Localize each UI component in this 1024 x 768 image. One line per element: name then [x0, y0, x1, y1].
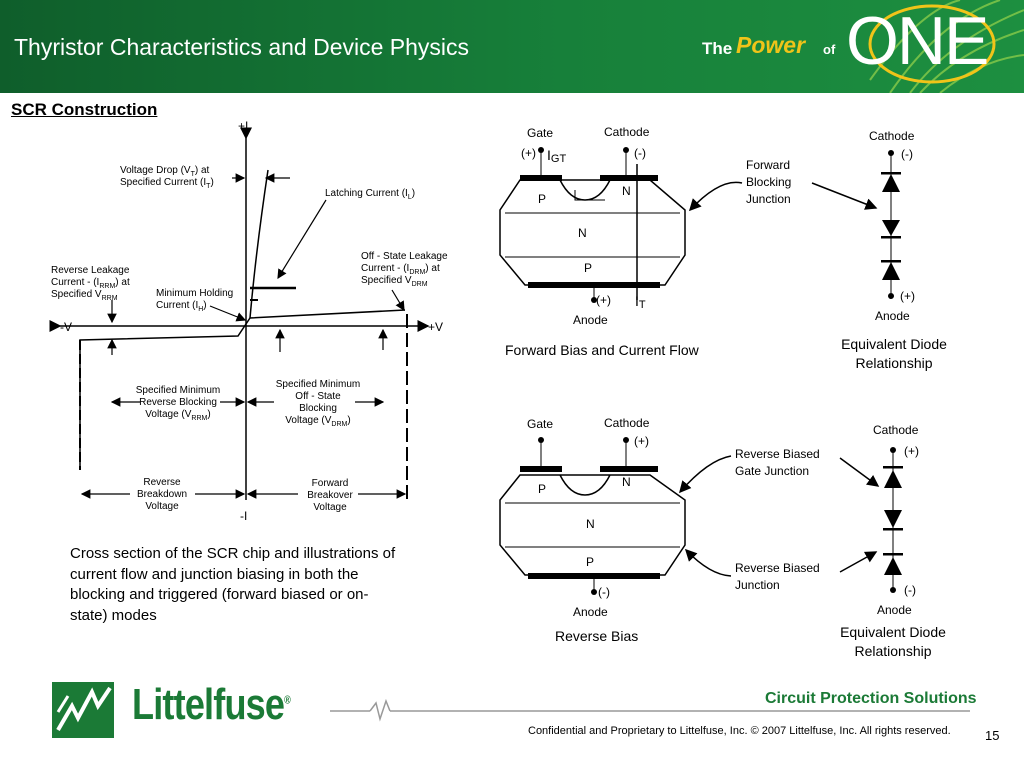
gate-label: Gate [527, 417, 553, 431]
svg-text:N: N [578, 226, 587, 240]
svg-text:P: P [538, 482, 546, 496]
igt-label: IGT [547, 147, 566, 165]
on-state-curve [249, 169, 269, 319]
equivalent-diode-caption: Equivalent Diode [841, 336, 947, 352]
forward-breakover-label: Forward [312, 478, 349, 489]
svg-text:(+): (+) [634, 434, 649, 448]
svg-text:Gate Junction: Gate Junction [735, 464, 809, 478]
svg-text:(+): (+) [904, 444, 919, 458]
svg-text:Cathode: Cathode [873, 423, 919, 437]
svg-text:Specified VDRM: Specified VDRM [361, 275, 428, 288]
littelfuse-logo-text: Littelfuse® [132, 680, 291, 729]
slide-title: Thyristor Characteristics and Device Phy… [14, 34, 470, 60]
svg-text:(+): (+) [596, 293, 611, 307]
svg-text:Voltage (VRRM): Voltage (VRRM) [145, 409, 210, 422]
offstate-leakage-label: Off - State Leakage [361, 251, 448, 262]
brand-the: The [702, 39, 733, 58]
brand-of: of [823, 42, 836, 57]
svg-text:Junction: Junction [735, 578, 780, 592]
equivalent-diode-caption: Equivalent Diode [840, 624, 946, 640]
reverse-blocking-label: Specified Minimum [136, 385, 220, 396]
reverse-breakdown-label: Reverse [143, 477, 181, 488]
minus-v-label: -V [60, 320, 72, 334]
reverse-gate-junction-label: Reverse Biased [735, 447, 820, 461]
svg-text:N: N [622, 184, 631, 198]
minus-i-label: -I [240, 509, 247, 523]
forward-blocking-label: Forward [746, 158, 790, 172]
diagram-caption: Cross section of the SCR chip and illust… [70, 545, 396, 624]
svg-text:Relationship: Relationship [854, 643, 931, 659]
svg-text:Anode: Anode [877, 603, 912, 617]
section-title: SCR Construction [11, 100, 158, 119]
svg-text:(-): (-) [634, 146, 646, 160]
svg-text:Voltage (VDRM): Voltage (VDRM) [285, 415, 350, 428]
svg-text:Reverse Blocking: Reverse Blocking [139, 397, 217, 408]
svg-text:Cathode: Cathode [869, 129, 915, 143]
it-label: IT [635, 293, 646, 311]
tagline: Circuit Protection Solutions [765, 690, 977, 707]
latching-label: Latching Current (IL) [325, 188, 415, 201]
svg-text:(+): (+) [900, 289, 915, 303]
svg-text:Breakover: Breakover [307, 490, 353, 501]
vt-label: Voltage Drop (VT) at [120, 165, 210, 178]
svg-text:Current - (IRRM) at: Current - (IRRM) at [51, 277, 130, 290]
power-of-one-logo: The Power of ONE [700, 0, 1024, 93]
cathode-label: Cathode [604, 416, 650, 430]
svg-text:Anode: Anode [875, 309, 910, 323]
plus-i-label: +I [238, 119, 248, 133]
svg-text:(+): (+) [521, 146, 536, 160]
vi-characteristic: +I -I -V +V Voltage Drop (VT) at Specifi… [49, 119, 448, 523]
svg-text:N: N [586, 517, 595, 531]
svg-text:Blocking: Blocking [299, 403, 337, 414]
reverse-leakage-label: Reverse Leakage [51, 265, 130, 276]
svg-text:Blocking: Blocking [746, 175, 791, 189]
littelfuse-symbol-icon [52, 682, 114, 738]
svg-text:Junction: Junction [746, 192, 791, 206]
svg-text:Voltage: Voltage [145, 501, 179, 512]
plus-v-label: +V [428, 320, 443, 334]
page-number: 15 [985, 728, 1000, 743]
diode-bottom: Cathode (+) (-) Anode Equivalent Diode R… [839, 423, 946, 659]
anode-label: Anode [573, 313, 608, 327]
reverse-bias-caption: Reverse Bias [555, 628, 638, 644]
header-bar: Thyristor Characteristics and Device Phy… [0, 0, 1024, 93]
cathode-label: Cathode [604, 125, 650, 139]
offstate-blocking-label: Specified Minimum [276, 379, 360, 390]
anode-label: Anode [573, 605, 608, 619]
svg-text:Current - (IDRM) at: Current - (IDRM) at [361, 263, 440, 276]
svg-text:N: N [622, 475, 631, 489]
gate-label: Gate [527, 126, 553, 140]
footer-divider [330, 698, 970, 722]
svg-text:Breakdown: Breakdown [137, 489, 187, 500]
diode-top: Cathode (-) (+) Anode Equivalent Diode R… [811, 129, 947, 371]
scr-reverse-bias: Gate Cathode (+) P N N P (-) Anode Rever… [499, 416, 820, 644]
svg-text:Specified Current (IT): Specified Current (IT) [120, 177, 214, 190]
svg-text:Specified VRRM: Specified VRRM [51, 289, 118, 302]
svg-text:Off - State: Off - State [295, 391, 341, 402]
svg-text:Relationship: Relationship [855, 355, 932, 371]
svg-text:(-): (-) [904, 583, 916, 597]
forward-bias-caption: Forward Bias and Current Flow [505, 342, 700, 358]
holding-label: Minimum Holding [156, 288, 233, 299]
svg-text:Voltage: Voltage [313, 502, 347, 513]
reverse-junction-label: Reverse Biased [735, 561, 820, 575]
svg-text:(-): (-) [598, 585, 610, 599]
svg-text:P: P [586, 555, 594, 569]
svg-text:(-): (-) [901, 147, 913, 161]
brand-one: ONE [846, 3, 989, 79]
svg-text:Current (IH): Current (IH) [156, 300, 207, 313]
svg-text:P: P [538, 192, 546, 206]
sunburst-graphic [868, 0, 1024, 93]
svg-text:P: P [584, 261, 592, 275]
brand-power: Power [736, 32, 806, 58]
confidential-notice: Confidential and Proprietary to Littelfu… [528, 725, 951, 737]
scr-forward-bias: Gate Cathode (+) IGT (-) P N N P (+) IT … [499, 125, 791, 358]
